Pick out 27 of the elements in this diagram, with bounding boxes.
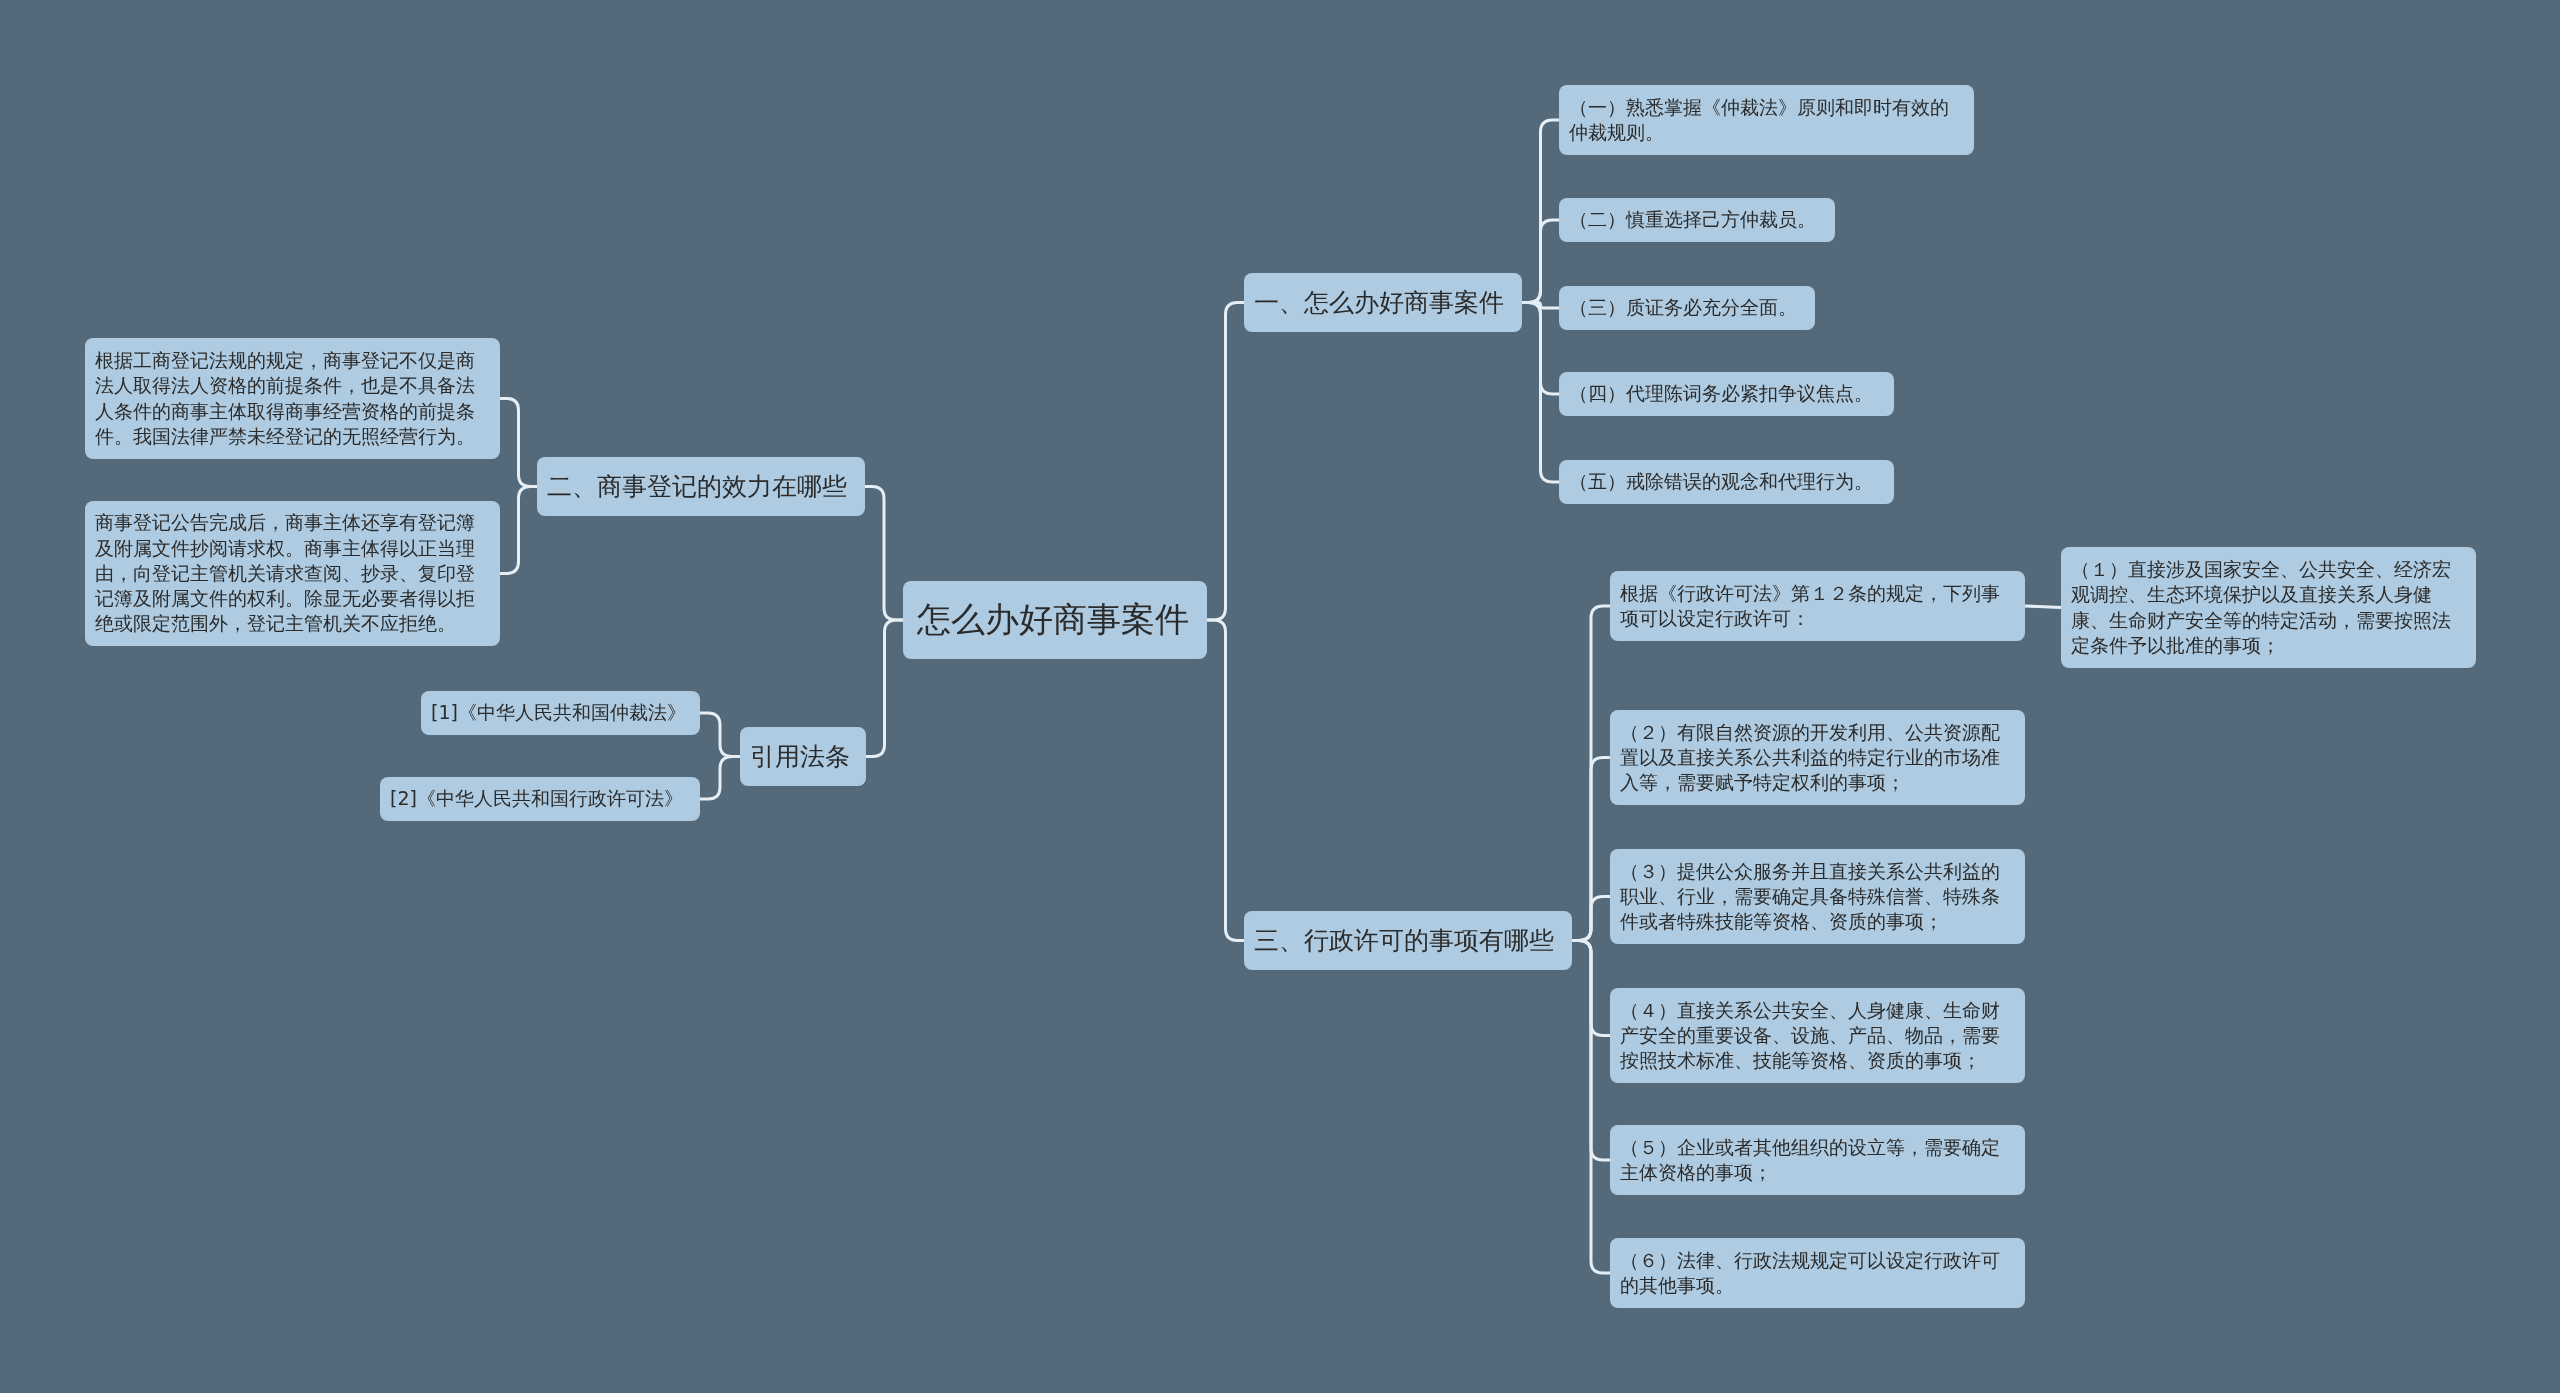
topic-box: 一、怎么办好商事案件 xyxy=(1244,273,1522,332)
subtopic-box: （二）慎重选择己方仲裁员。 xyxy=(1559,198,1835,242)
connector-line xyxy=(866,618,903,758)
subtopic-box: （２）有限自然资源的开发利用、公共资源配置以及直接关系公共利益的特定行业的市场准入等，需要赋予特定权利的事项； xyxy=(1610,710,2025,805)
subtopic-box: 根据工商登记法规的规定，商事登记不仅是商法人取得法人资格的前提条件，也是不具备法人条件的商事主体取得商事经营资格的前提条件。我国法律严禁未经登记的无照经营行为。 xyxy=(85,338,500,459)
connector-line xyxy=(500,485,537,575)
subtopic-box: 商事登记公告完成后，商事主体还享有登记簿及附属文件抄阅请求权。商事主体得以正当理由，向登记主管机关请求查阅、抄录、复印登记簿及附属文件的权利。除显无必要者得以拒绝或限定范围外，登记主管机关不应拒绝。 xyxy=(85,501,500,646)
subtopic-box: （３）提供公众服务并且直接关系公共利益的职业、行业，需要确定具备特殊信誉、特殊条件或者特殊技能等资格、资质的事项； xyxy=(1610,849,2025,944)
topic-box: 二、商事登记的效力在哪些 xyxy=(537,457,865,516)
subtopic-box: （三）质证务必充分全面。 xyxy=(1559,286,1815,330)
subtopic-box: （四）代理陈词务必紧扣争议焦点。 xyxy=(1559,372,1894,416)
root-topic-box: 怎么办好商事案件 xyxy=(903,581,1207,659)
subtopic-box: 根据《行政许可法》第１２条的规定，下列事项可以设定行政许可： xyxy=(1610,571,2025,641)
subtopic-box: （五）戒除错误的观念和代理行为。 xyxy=(1559,460,1894,504)
subtopic-box: [2]《中华人民共和国行政许可法》 xyxy=(380,777,700,821)
subtopic-box: （一）熟悉掌握《仲裁法》原则和即时有效的仲裁规则。 xyxy=(1559,85,1974,155)
topic-box: 三、行政许可的事项有哪些 xyxy=(1244,911,1572,970)
connector-line xyxy=(1522,301,1559,484)
connector-line xyxy=(2024,604,2062,609)
subtopic-box: （１）直接涉及国家安全、公共安全、经济宏观调控、生态环境保护以及直接关系人身健康、生命财产安全等的特定活动，需要按照法定条件予以批准的事项； xyxy=(2061,547,2476,668)
connector-line xyxy=(1207,618,1244,942)
subtopic-box: （５）企业或者其他组织的设立等，需要确定主体资格的事项； xyxy=(1610,1125,2025,1195)
subtopic-box: （６）法律、行政法规规定可以设定行政许可的其他事项。 xyxy=(1610,1238,2025,1308)
connector-line xyxy=(700,755,740,801)
topic-box: 引用法条 xyxy=(740,727,866,786)
subtopic-box: [1]《中华人民共和国仲裁法》 xyxy=(421,691,700,735)
subtopic-box: （４）直接关系公共安全、人身健康、生命财产安全的重要设备、设施、产品、物品，需要按照技术标准、技能等资格、资质的事项； xyxy=(1610,988,2025,1083)
